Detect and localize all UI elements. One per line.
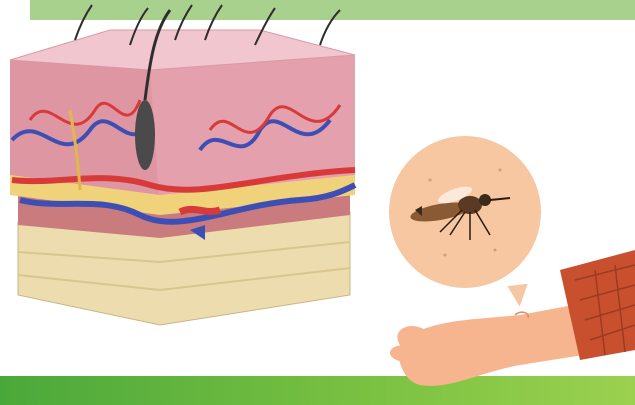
finger bbox=[390, 345, 405, 362]
hair-strand bbox=[320, 10, 340, 45]
artery bbox=[180, 209, 220, 212]
hair-follicle bbox=[135, 100, 155, 170]
skin-cross-section bbox=[10, 5, 355, 325]
mosquito-bite-inset bbox=[387, 134, 543, 310]
hair-strand bbox=[75, 5, 92, 40]
